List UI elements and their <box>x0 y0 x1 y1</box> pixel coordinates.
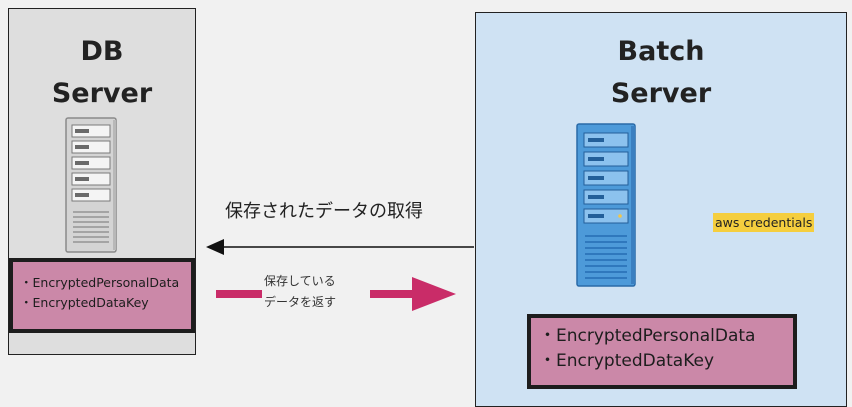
db-server-icon <box>65 117 117 253</box>
db-data-box: ・EncryptedPersonalData ・EncryptedDataKey <box>9 258 195 333</box>
batch-server-panel: Batch Server <box>475 12 847 407</box>
batch-data-box: ・EncryptedPersonalData ・EncryptedDataKey <box>527 314 797 389</box>
db-server-panel: DB Server ・EncryptedP <box>8 8 196 355</box>
batch-data-item: ・EncryptedDataKey <box>539 351 715 371</box>
batch-server-title-line2: Server <box>610 78 712 109</box>
return-label-line1: 保存している <box>264 274 336 288</box>
return-arrow <box>216 277 456 311</box>
db-data-item: ・EncryptedDataKey <box>20 295 149 310</box>
batch-data-item: ・EncryptedPersonalData <box>539 326 756 346</box>
batch-server-title: Batch Server <box>476 31 846 115</box>
db-server-title-line1: DB <box>80 36 124 67</box>
aws-credentials-label: aws credentials <box>713 213 815 232</box>
db-data-item: ・EncryptedPersonalData <box>20 275 180 290</box>
fetch-data-label: 保存されたデータの取得 <box>225 201 423 222</box>
return-label-line2: データを返す <box>264 295 337 309</box>
batch-server-title-line1: Batch <box>617 36 705 67</box>
fetch-arrow <box>206 239 474 255</box>
return-data-label: 保存している データを返す <box>264 271 364 313</box>
db-server-title: DB Server <box>9 31 195 115</box>
db-server-title-line2: Server <box>51 78 153 109</box>
batch-server-icon <box>576 123 636 287</box>
